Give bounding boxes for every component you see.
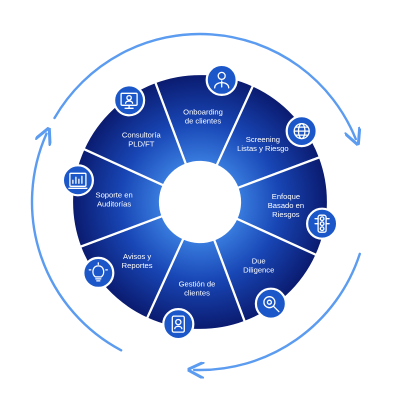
arrow-left [30, 134, 123, 352]
charts-icon [68, 172, 88, 189]
consultant-icon [120, 92, 138, 109]
segment-label-line: Basado en [268, 201, 304, 210]
segment-label-line: Avisos y [123, 252, 151, 261]
segment-label-line: Gestión de [179, 279, 216, 288]
segment-label-line: Diligence [243, 265, 274, 274]
segment-label-line: Soporte en [96, 191, 133, 200]
client-file-icon-badge [162, 308, 195, 341]
traffic-light-icon [314, 214, 330, 233]
arrow-bottom [194, 252, 361, 370]
arrow-top-right [53, 32, 356, 139]
traffic-light-icon-badge [306, 207, 339, 240]
segment-label-line: Auditorías [97, 200, 131, 209]
center-hub [160, 162, 240, 242]
segment-label-line: de clientes [185, 117, 222, 126]
consultant-icon-badge [113, 84, 146, 117]
segment-label-line: Reportes [122, 261, 153, 270]
charts-icon-badge [61, 164, 95, 197]
person-icon [214, 71, 230, 89]
segment-label-line: PLD/FT [128, 140, 155, 149]
segment-label-line: Enfoque [272, 192, 300, 201]
magnifier-gear-icon [263, 296, 280, 313]
segment-label-line: Riesgos [272, 210, 300, 219]
lightbulb-icon-badge [82, 256, 115, 289]
lightbulb-icon [88, 262, 108, 282]
segment-label-line: Consultoría [122, 131, 162, 140]
segment-label-line: Listas y Riesgo [237, 144, 289, 153]
segment-label-line: Onboarding [183, 108, 223, 117]
segment-label-line: Due [252, 256, 266, 265]
globe-icon [293, 122, 310, 140]
person-icon-badge [205, 63, 238, 97]
globe-icon-badge [285, 115, 318, 148]
client-file-icon [171, 315, 185, 333]
magnifier-gear-icon-badge [254, 287, 287, 320]
segment-label-line: Screening [246, 135, 280, 144]
segment-label-line: clientes [184, 288, 210, 297]
